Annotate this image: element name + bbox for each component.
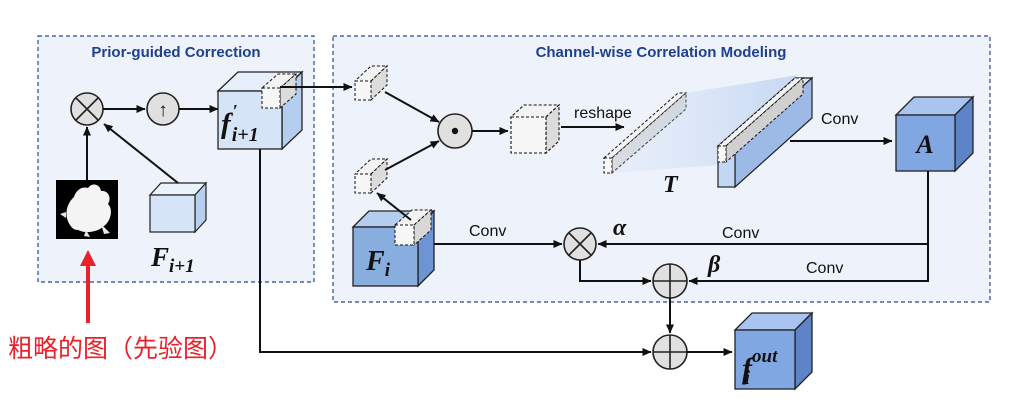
label-alpha: α [613,215,627,241]
label-F-i: Fi [365,246,391,281]
label-A: A [914,130,933,159]
key-slice [353,157,389,195]
arrow-Fi1-to-mult [103,123,179,184]
conv-label-mid: Conv [722,225,759,242]
arrow-fprime-skip [259,149,652,356]
conv-label-left: Conv [469,223,506,240]
prior-map-image [56,180,118,239]
label-F-i-plus-1: Fi+1 [150,242,195,277]
label-T: T [663,172,679,198]
feature-cube-F-i-plus-1 [148,181,208,234]
add-op-beta [652,263,688,299]
feature-cube-F-i [351,208,436,288]
reshape-label: reshape [574,105,632,122]
multiply-op-alpha [563,227,597,261]
arrow-A-to-add [688,244,929,285]
arrow-kslice-to-dot [384,140,440,171]
conv-label-top: Conv [821,111,858,128]
conv-label-bottom: Conv [806,260,843,277]
multiply-op-prior [70,92,104,126]
arrow-qslice-to-dot [384,91,440,123]
add-op-final [652,334,688,370]
arrow-mult-to-add [579,260,652,285]
label-beta: β [707,252,721,278]
output-cube-f-out [733,311,814,391]
prior-map-annotation: 粗略的图（先验图） [8,334,233,363]
dot-product-op [437,113,473,149]
tensor-T-prism [716,76,814,189]
attention-cube-A [894,95,975,173]
channel-panel-title: Channel-wise Correlation Modeling [536,44,787,61]
arrow-Fi-to-kslice [376,192,412,221]
upsample-op: ↑ [146,92,180,126]
projection-region [612,75,798,173]
query-slice [353,64,389,102]
correlation-cube [509,103,561,155]
prior-panel-title: Prior-guided Correction [91,44,260,61]
upsample-symbol: ↑ [158,100,168,121]
